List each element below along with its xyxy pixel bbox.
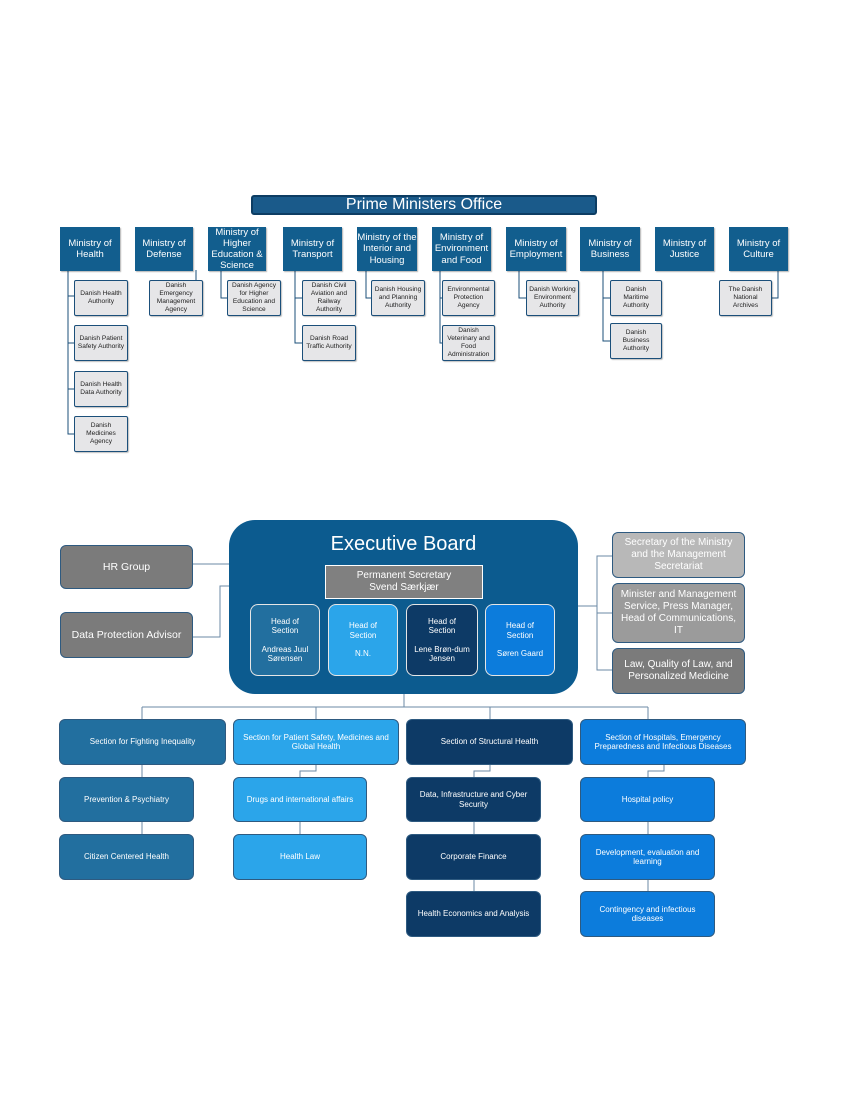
subsection-box[interactable]: Development, evaluation and learning: [580, 834, 715, 880]
permanent-secretary-box[interactable]: Permanent Secretary Svend Særkjær: [325, 565, 483, 599]
ministry-defense-box[interactable]: Ministry of Defense: [135, 227, 193, 271]
secretary-name: Svend Særkjær: [369, 582, 439, 593]
prime-ministers-office-box[interactable]: Prime Ministers Office: [251, 195, 597, 215]
hr-group-box[interactable]: HR Group: [60, 545, 193, 589]
head-name: Andreas Juul Sørensen: [261, 644, 309, 663]
subsection-box[interactable]: Data, Infrastructure and Cyber Security: [406, 777, 541, 822]
head-role: Head of Section: [348, 621, 378, 640]
head-name: Søren Gaard: [496, 649, 544, 659]
management-service-box[interactable]: Minister and Management Service, Press M…: [612, 583, 745, 643]
agency-box[interactable]: Danish Veterinary and Food Administratio…: [442, 325, 495, 361]
agency-box[interactable]: Danish Civil Aviation and Railway Author…: [302, 280, 356, 316]
secretariat-box[interactable]: Secretary of the Ministry and the Manage…: [612, 532, 745, 578]
section-header[interactable]: Section for Fighting Inequality: [59, 719, 226, 765]
head-name: N.N.: [355, 649, 371, 659]
agency-box[interactable]: Danish Maritime Authority: [610, 280, 662, 316]
executive-board-title: Executive Board: [330, 533, 477, 556]
head-of-section-box[interactable]: Head of Section Lene Brøn-dum Jensen: [406, 604, 478, 676]
agency-box[interactable]: Environmental Protection Agency: [442, 280, 495, 316]
ministry-employment-box[interactable]: Ministry of Employment: [506, 227, 566, 271]
subsection-box[interactable]: Health Economics and Analysis: [406, 891, 541, 937]
agency-box[interactable]: Danish Housing and Planning Authority: [371, 280, 425, 316]
ministry-business-box[interactable]: Ministry of Business: [580, 227, 640, 271]
head-role: Head of Section: [427, 616, 457, 636]
head-role: Head of Section: [505, 621, 535, 640]
subsection-box[interactable]: Corporate Finance: [406, 834, 541, 880]
agency-box[interactable]: Danish Patient Safety Authority: [74, 325, 128, 361]
agency-box[interactable]: Danish Emergency Management Agency: [149, 280, 203, 316]
section-header[interactable]: Section for Patient Safety, Medicines an…: [233, 719, 399, 765]
agency-box[interactable]: Danish Working Environment Authority: [526, 280, 579, 316]
ministry-environment-box[interactable]: Ministry of Environment and Food: [432, 227, 491, 271]
subsection-box[interactable]: Hospital policy: [580, 777, 715, 822]
agency-box[interactable]: The Danish National Archives: [719, 280, 772, 316]
agency-box[interactable]: Danish Road Traffic Authority: [302, 325, 356, 361]
head-of-section-box[interactable]: Head of Section N.N.: [328, 604, 398, 676]
ministry-health-box[interactable]: Ministry of Health: [60, 227, 120, 271]
subsection-box[interactable]: Drugs and international affairs: [233, 777, 367, 822]
section-header[interactable]: Section of Structural Health: [406, 719, 573, 765]
agency-box[interactable]: Danish Health Authority: [74, 280, 128, 316]
head-role: Head of Section: [270, 616, 300, 636]
head-of-section-box[interactable]: Head of Section Søren Gaard: [485, 604, 555, 676]
ministry-justice-box[interactable]: Ministry of Justice: [655, 227, 714, 271]
head-name: Lene Brøn-dum Jensen: [414, 644, 470, 663]
ministry-higher-education-box[interactable]: Ministry of Higher Education & Science: [208, 227, 266, 271]
ministry-culture-box[interactable]: Ministry of Culture: [729, 227, 788, 271]
ministry-transport-box[interactable]: Ministry of Transport: [283, 227, 342, 271]
subsection-box[interactable]: Citizen Centered Health: [59, 834, 194, 880]
agency-box[interactable]: Danish Business Authority: [610, 323, 662, 359]
data-protection-advisor-box[interactable]: Data Protection Advisor: [60, 612, 193, 658]
head-of-section-box[interactable]: Head of Section Andreas Juul Sørensen: [250, 604, 320, 676]
agency-box[interactable]: Danish Agency for Higher Education and S…: [227, 280, 281, 316]
subsection-box[interactable]: Prevention & Psychiatry: [59, 777, 194, 822]
section-header[interactable]: Section of Hospitals, Emergency Prepared…: [580, 719, 746, 765]
secretary-role: Permanent Secretary: [356, 570, 452, 582]
law-quality-box[interactable]: Law, Quality of Law, and Personalized Me…: [612, 648, 745, 694]
subsection-box[interactable]: Contingency and infectious diseases: [580, 891, 715, 937]
subsection-box[interactable]: Health Law: [233, 834, 367, 880]
ministry-interior-box[interactable]: Ministry of the Interior and Housing: [357, 227, 417, 271]
agency-box[interactable]: Danish Health Data Authority: [74, 371, 128, 407]
agency-box[interactable]: Danish Medicines Agency: [74, 416, 128, 452]
